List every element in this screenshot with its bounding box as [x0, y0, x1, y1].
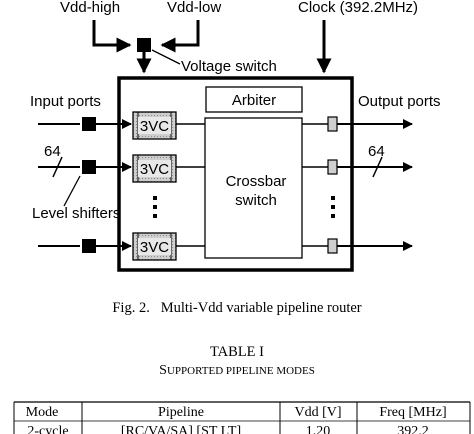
arbiter-box — [205, 86, 303, 113]
table-header-mode: Mode — [26, 405, 59, 420]
voltage-switch — [137, 38, 151, 52]
table-header-pipeline: Pipeline — [158, 405, 204, 420]
table-title-rest: UPPORTED PIPELINE MODES — [167, 365, 315, 377]
table-cell-vdd: 1.20 — [306, 424, 331, 434]
table-title-initial: S — [159, 363, 167, 378]
table-number: TABLE I — [210, 344, 264, 360]
figure-caption: Fig. 2. Multi-Vdd variable pipeline rout… — [112, 300, 361, 316]
vc-label-3: 3VC — [140, 239, 169, 256]
output-ellipsis — [331, 196, 335, 218]
level-shifters-label: Level shifters — [32, 205, 120, 222]
vc-buffer-2: 3VC — [132, 154, 177, 183]
table-cell-mode: 2-cycle — [27, 424, 68, 434]
vc-buffer-1: 3VC — [132, 111, 177, 140]
crossbar-label-line1: Crossbar — [226, 173, 287, 190]
vc-ellipsis — [153, 196, 157, 218]
output-port-2 — [302, 156, 413, 178]
level-shifter-pointer — [63, 175, 81, 207]
output-port-3 — [302, 238, 413, 254]
input-port-3 — [38, 239, 132, 253]
output-bus-width: 64 — [368, 143, 385, 160]
output-port-1 — [302, 116, 413, 132]
input-port-2 — [38, 156, 132, 178]
crossbar-box — [204, 117, 303, 259]
vdd-high-label: Vdd-high — [60, 0, 120, 16]
vc-buffer-3: 3VC — [132, 232, 177, 261]
output-ports-label: Output ports — [358, 93, 441, 110]
vdd-low-label: Vdd-low — [167, 0, 221, 16]
vc-label-1: 3VC — [140, 118, 169, 135]
table-cell-pipeline: [RC/VA/SA] [ST LT] — [121, 424, 241, 434]
vc-label-2: 3VC — [140, 161, 169, 178]
clock-label: Clock (392.2MHz) — [298, 0, 418, 16]
table-cell-freq: 392.2 — [397, 424, 429, 434]
voltage-switch-pointer — [151, 49, 181, 65]
vdd-high-wire — [92, 20, 132, 53]
table-title: SUPPORTED PIPELINE MODES — [159, 363, 315, 378]
crossbar-label-line2: switch — [235, 192, 277, 209]
arbiter-label: Arbiter — [232, 92, 276, 109]
input-port-1 — [38, 117, 132, 131]
vdd-low-wire — [160, 20, 200, 53]
voltage-switch-label: Voltage switch — [181, 58, 277, 75]
table-header-freq: Freq [MHz] — [379, 405, 446, 420]
pipeline-table: Mode Pipeline Vdd [V] Freq [MHz] 2-cycle… — [13, 401, 471, 434]
table-header-vdd: Vdd [V] — [294, 405, 341, 420]
input-ports-label: Input ports — [30, 93, 101, 110]
input-bus-width: 64 — [44, 143, 61, 160]
